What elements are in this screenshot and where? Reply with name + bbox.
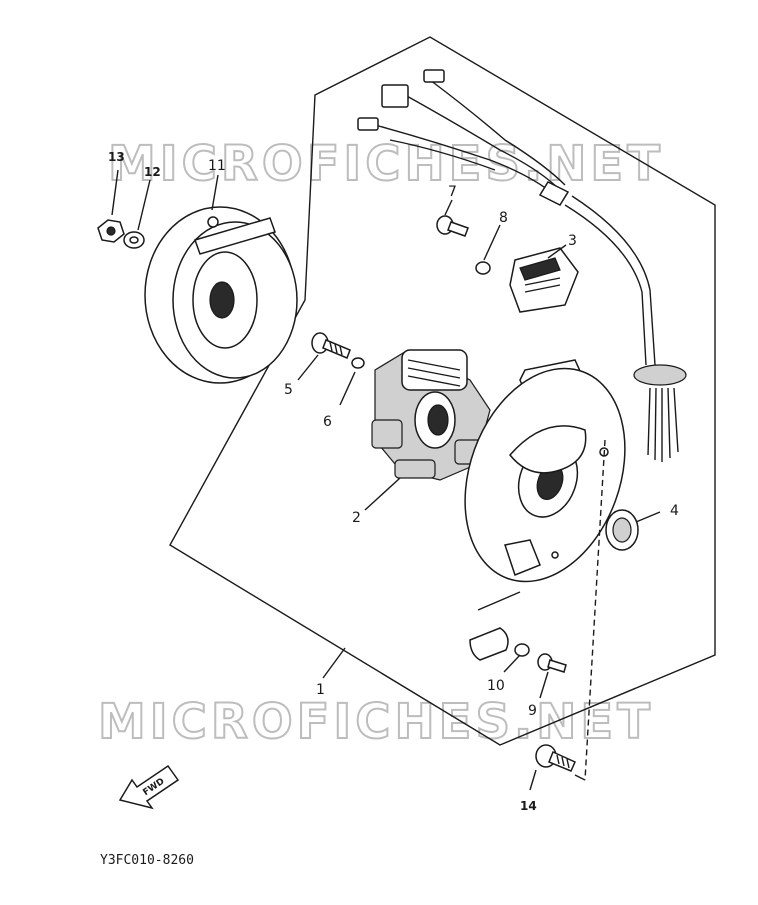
callout-6: 6 — [323, 414, 332, 430]
callout-3: 3 — [568, 233, 577, 249]
nut — [97, 219, 125, 243]
callout-13: 13 — [108, 150, 125, 164]
pickup-washer — [475, 261, 491, 275]
callout-9: 9 — [528, 703, 537, 719]
callout-1: 1 — [316, 682, 325, 698]
pickup-bolt — [436, 215, 469, 237]
stator-screw — [311, 332, 351, 359]
washer — [123, 231, 145, 249]
pickup-coil — [509, 247, 579, 313]
oil-seal — [605, 509, 639, 551]
wire-harness — [357, 69, 687, 462]
leader-lines — [111, 169, 661, 791]
fwd-arrow-icon: FWD — [118, 764, 180, 810]
watermark-top: MICROFICHES.NET — [108, 136, 664, 192]
alignment-tick — [574, 774, 586, 781]
callout-7: 7 — [448, 184, 457, 200]
callout-4: 4 — [670, 503, 679, 519]
drawing-code: Y3FC010-8260 — [100, 853, 194, 868]
callout-2: 2 — [352, 510, 361, 526]
callout-5: 5 — [284, 382, 293, 398]
callout-10: 10 — [487, 678, 505, 694]
clamp-nut — [514, 643, 530, 657]
base-plate — [464, 359, 626, 583]
spring-washer — [351, 357, 365, 369]
rotor-flywheel — [144, 206, 298, 384]
alignment-line — [584, 439, 606, 781]
wire-clamp — [469, 591, 521, 661]
clamp-screw — [537, 653, 567, 673]
callout-8: 8 — [499, 210, 508, 226]
base-bolt — [535, 744, 576, 772]
callout-14: 14 — [520, 799, 537, 813]
watermark-bottom: MICROFICHES.NET — [98, 694, 654, 750]
callout-12: 12 — [144, 165, 161, 179]
callout-11: 11 — [208, 158, 226, 174]
